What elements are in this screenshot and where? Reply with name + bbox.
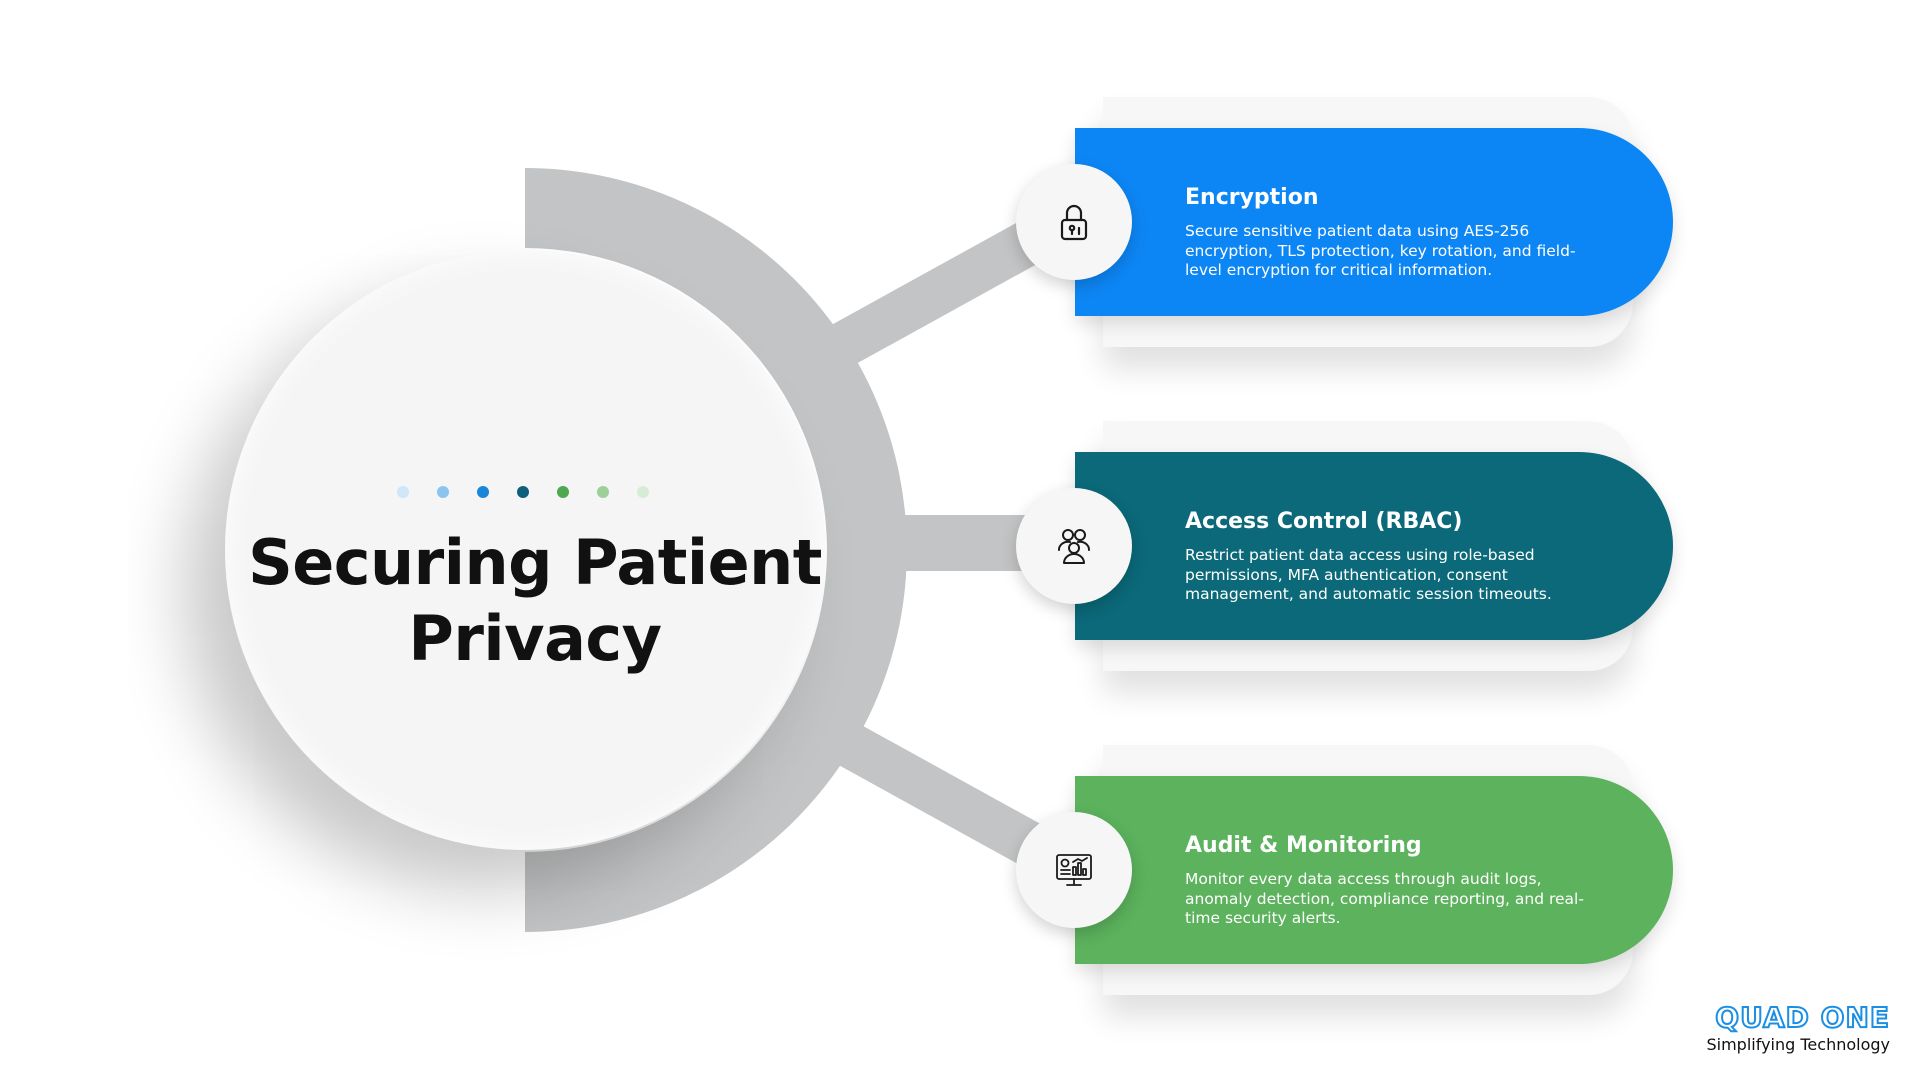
card-title: Audit & Monitoring [1185,833,1422,858]
card-description: Monitor every data access through audit … [1185,870,1584,927]
card-access-control: Access Control (RBAC) Restrict patient d… [1075,452,1673,640]
dot [477,486,489,498]
half-ring [525,168,907,932]
card-title: Access Control (RBAC) [1185,509,1463,534]
brand-tagline: Simplifying Technology [1706,1035,1890,1054]
dot [437,486,449,498]
card-title: Encryption [1185,185,1319,210]
dot [637,486,649,498]
main-circle [225,250,825,850]
icon-badge [1016,164,1132,280]
card-description: Secure sensitive patient data using AES-… [1185,222,1576,279]
card-audit-monitoring: Audit & Monitoring Monitor every data ac… [1075,776,1673,964]
decorative-dots [397,486,657,500]
main-title: Securing Patient Privacy [248,526,822,675]
padlock-icon [1060,204,1088,241]
dot [557,486,569,498]
dot [517,486,529,498]
brand-name: QUAD ONE [1714,1001,1890,1034]
dot [397,486,409,498]
icon-badge [1016,488,1132,604]
icon-badge [1016,812,1132,928]
card-description: Restrict patient data access using role-… [1185,546,1552,603]
users-group-icon [1057,529,1091,564]
monitor-dashboard-icon [1056,854,1092,886]
dot [597,486,609,498]
card-encryption: Encryption Secure sensitive patient data… [1075,128,1673,316]
